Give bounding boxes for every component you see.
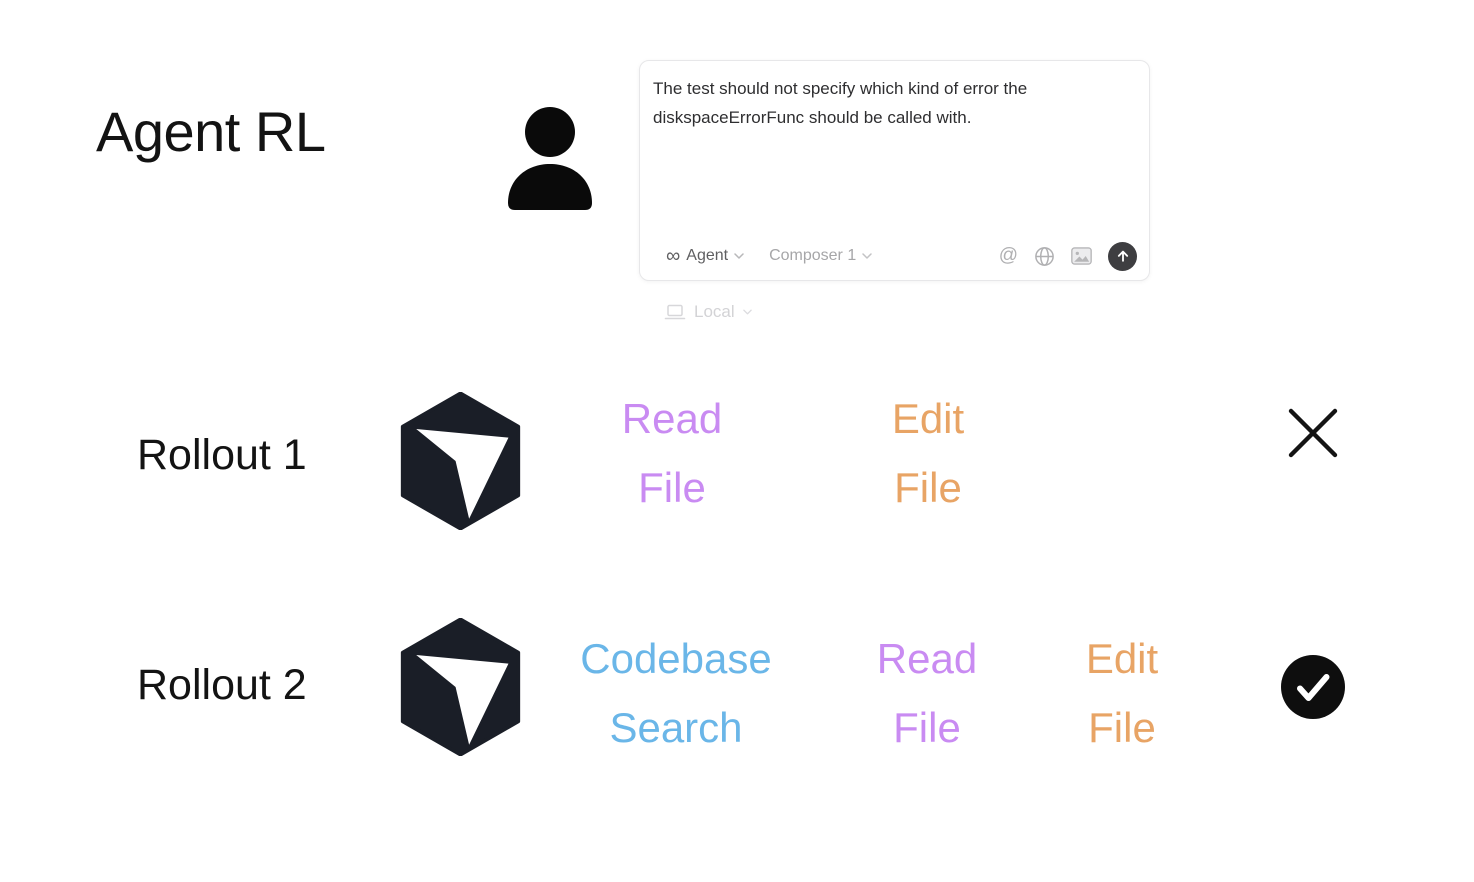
cursor-cube-logo bbox=[400, 392, 521, 530]
env-label: Local bbox=[694, 302, 735, 321]
tool-call-edit-file: Edit File bbox=[828, 384, 1028, 522]
chevron-down-icon bbox=[862, 253, 872, 259]
composer-toolbar: ∞ Agent Composer 1 @ bbox=[640, 241, 1149, 271]
tool-line: Edit bbox=[1085, 635, 1159, 682]
tool-line: File bbox=[638, 464, 706, 511]
prompt-input[interactable]: The test should not specify which kind o… bbox=[653, 79, 1028, 127]
composer-tab-label: Composer 1 bbox=[769, 247, 857, 264]
send-button[interactable] bbox=[1108, 241, 1137, 271]
tool-line: Codebase bbox=[580, 635, 772, 682]
tool-line: Search bbox=[609, 704, 743, 751]
globe-icon[interactable] bbox=[1034, 246, 1055, 267]
agent-mode-label: Agent bbox=[686, 247, 729, 264]
tool-line: Read bbox=[621, 395, 723, 442]
tool-line: Read bbox=[876, 635, 978, 682]
page-title: Agent RL bbox=[96, 100, 326, 163]
infinity-icon: ∞ bbox=[666, 245, 681, 267]
chevron-down-icon bbox=[742, 309, 752, 315]
arrow-up-icon bbox=[1117, 250, 1128, 262]
chevron-down-icon bbox=[734, 253, 744, 259]
tool-call-read-file: Read File bbox=[827, 624, 1027, 762]
cursor-cube-logo bbox=[400, 618, 521, 756]
composer-panel: The test should not specify which kind o… bbox=[639, 60, 1150, 281]
image-icon[interactable] bbox=[1071, 247, 1092, 265]
tool-line: File bbox=[893, 704, 961, 751]
tool-call-read-file: Read File bbox=[572, 384, 772, 522]
x-mark-icon bbox=[1288, 408, 1338, 458]
composer-tab-dropdown[interactable]: Composer 1 bbox=[769, 247, 872, 265]
rollout-1-label: Rollout 1 bbox=[137, 431, 307, 479]
user-icon bbox=[508, 107, 592, 210]
check-mark-icon bbox=[1281, 655, 1345, 719]
env-dropdown[interactable]: Local bbox=[664, 299, 752, 325]
tool-line: File bbox=[1088, 704, 1156, 751]
laptop-icon bbox=[664, 304, 686, 319]
tool-line: Edit bbox=[891, 395, 965, 442]
tool-line: File bbox=[894, 464, 962, 511]
agent-mode-dropdown[interactable]: ∞ Agent bbox=[666, 246, 744, 266]
rollout-2-label: Rollout 2 bbox=[137, 661, 307, 709]
mention-button[interactable]: @ bbox=[998, 245, 1018, 266]
tool-call-edit-file: Edit File bbox=[1022, 624, 1222, 762]
tool-call-codebase-search: Codebase Search bbox=[556, 624, 796, 762]
